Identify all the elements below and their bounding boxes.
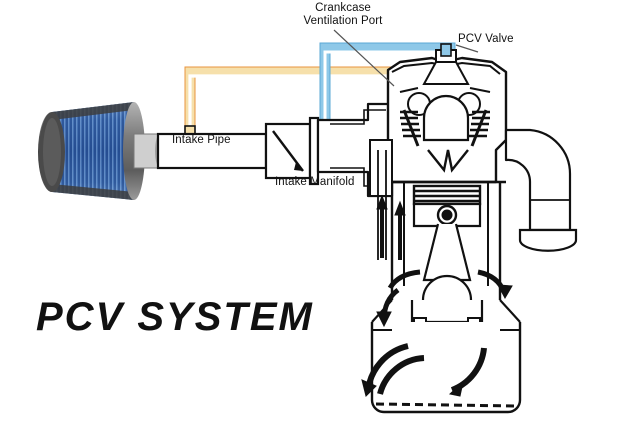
leader-lines bbox=[333, 29, 479, 87]
flow-arrows bbox=[361, 194, 513, 397]
intake-pipe bbox=[156, 132, 268, 170]
leader-pcv-valve bbox=[455, 44, 479, 53]
label-intake-manifold: Intake Manifold bbox=[275, 176, 355, 188]
air-filter bbox=[38, 102, 165, 200]
label-pcv-valve: PCV Valve bbox=[458, 33, 514, 45]
page-title: PCV SYSTEM bbox=[36, 295, 314, 339]
label-crankcase-ventilation-port: Crankcase Ventilation Port bbox=[303, 2, 383, 27]
throttle-body bbox=[264, 116, 320, 186]
leader-crankcase-port bbox=[333, 29, 395, 87]
label-intake-pipe: Intake Pipe bbox=[172, 134, 231, 146]
engine-cross-section bbox=[369, 43, 578, 414]
